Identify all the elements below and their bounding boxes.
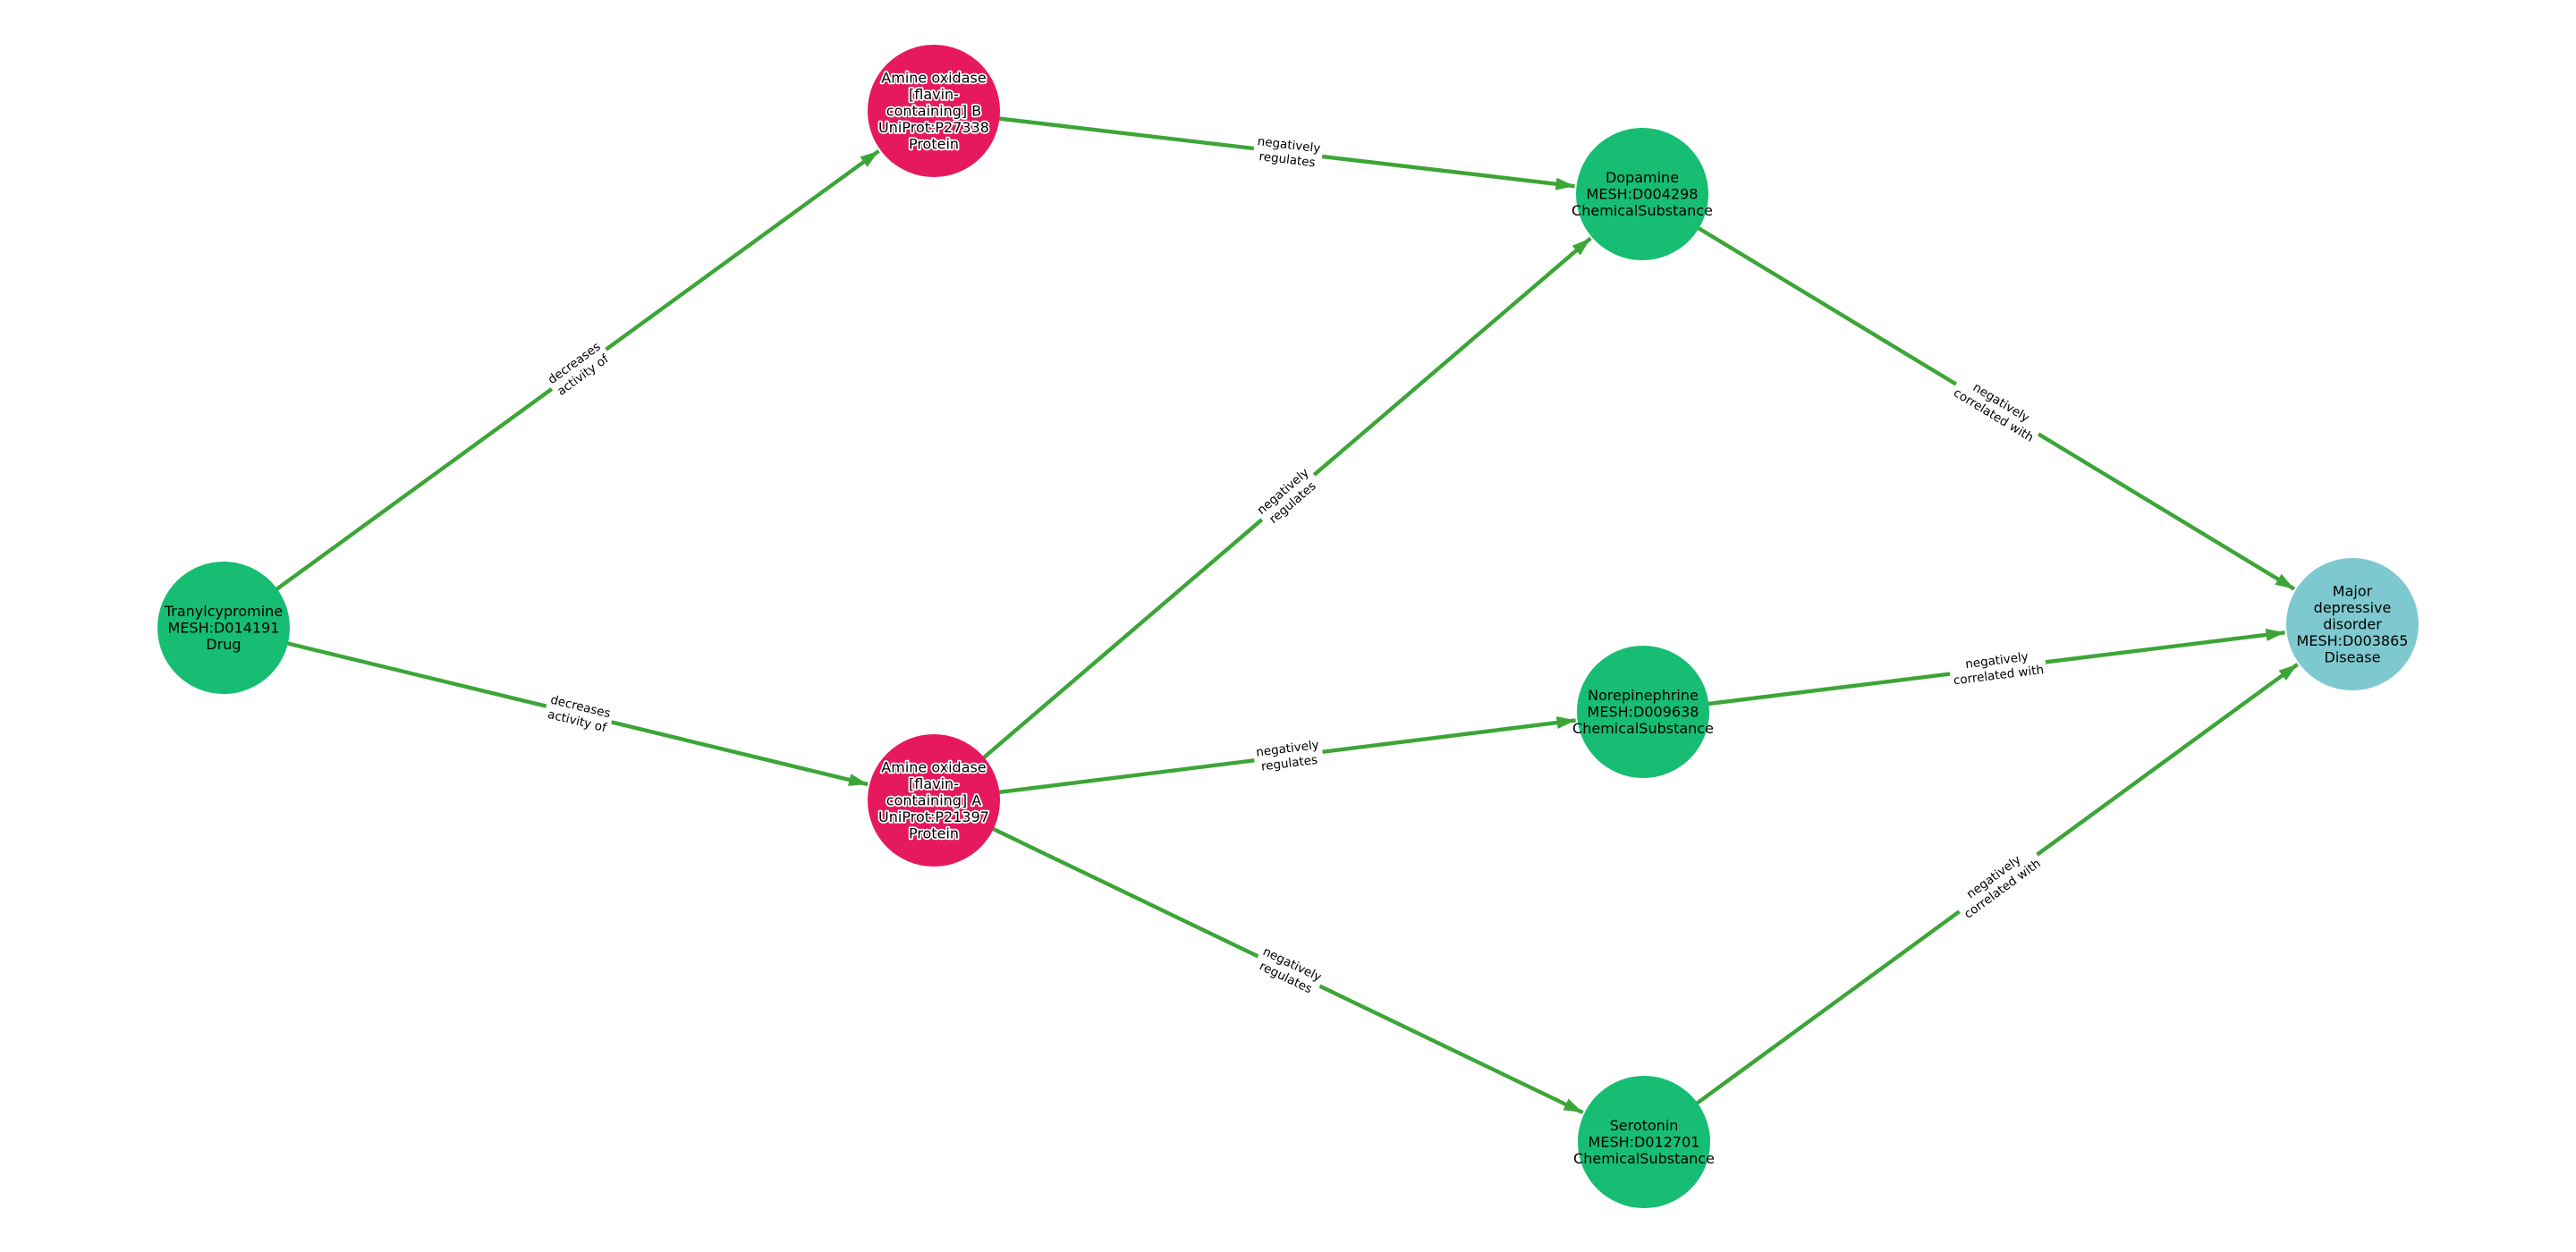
graph-edge-amine-oxidase-b-to-dopamine: negativelyregulates bbox=[933, 108, 1575, 190]
edge-label: negativelycorrelated with bbox=[1946, 369, 2048, 449]
edge-line bbox=[223, 625, 869, 787]
node-circle[interactable] bbox=[1576, 128, 1708, 260]
node-circle[interactable] bbox=[868, 45, 1000, 177]
graph-edge-tranylcypromine-to-amine-oxidase-b: decreasesactivity of bbox=[222, 148, 880, 630]
node-circle[interactable] bbox=[868, 734, 1000, 867]
edge-label: negativelycorrelated with bbox=[1947, 645, 2048, 691]
edge-label: negativelycorrelated with bbox=[1949, 841, 2047, 926]
node-circle[interactable] bbox=[1577, 646, 1709, 778]
graph-edge-amine-oxidase-a-to-dopamine: negativelyregulates bbox=[932, 236, 1592, 802]
edge-label: negativelyregulates bbox=[1252, 734, 1325, 778]
edge-label-bg bbox=[1949, 841, 2047, 926]
edge-label: negativelyregulates bbox=[1251, 131, 1325, 174]
edge-label-bg bbox=[1947, 645, 2048, 691]
edge-label: decreasesactivity of bbox=[542, 689, 616, 740]
edge-label-bg bbox=[1250, 461, 1326, 533]
graph-edge-amine-oxidase-a-to-serotonin: negativelyregulates bbox=[933, 799, 1584, 1115]
edge-label-bg bbox=[1251, 131, 1325, 174]
node-circle[interactable] bbox=[2286, 558, 2419, 690]
graph-edge-dopamine-to-major-depressive-disorder: negativelycorrelated with bbox=[1640, 192, 2296, 591]
edge-label-bg bbox=[1252, 734, 1325, 778]
edge-label: negativelyregulates bbox=[1250, 941, 1327, 1002]
node-circle[interactable] bbox=[157, 562, 290, 694]
edge-line bbox=[222, 148, 880, 630]
edge-label-bg bbox=[541, 335, 616, 403]
graph-edge-tranylcypromine-to-amine-oxidase-a: decreasesactivity of bbox=[223, 625, 869, 787]
edge-layer: decreasesactivity of decreasesactivity of… bbox=[222, 108, 2299, 1144]
node-circle[interactable] bbox=[1578, 1076, 1710, 1208]
edge-label-bg bbox=[1946, 369, 2048, 449]
graph-edge-serotonin-to-major-depressive-disorder: negativelycorrelated with bbox=[1642, 663, 2299, 1144]
edge-label-bg bbox=[1250, 941, 1327, 1002]
graph-edge-norepinephrine-to-major-depressive-disorder: negativelycorrelated with bbox=[1642, 628, 2285, 715]
edge-label-bg bbox=[542, 689, 616, 740]
edge-label: decreasesactivity of bbox=[541, 335, 616, 403]
graph-edge-amine-oxidase-a-to-norepinephrine: negativelyregulates bbox=[933, 716, 1576, 803]
